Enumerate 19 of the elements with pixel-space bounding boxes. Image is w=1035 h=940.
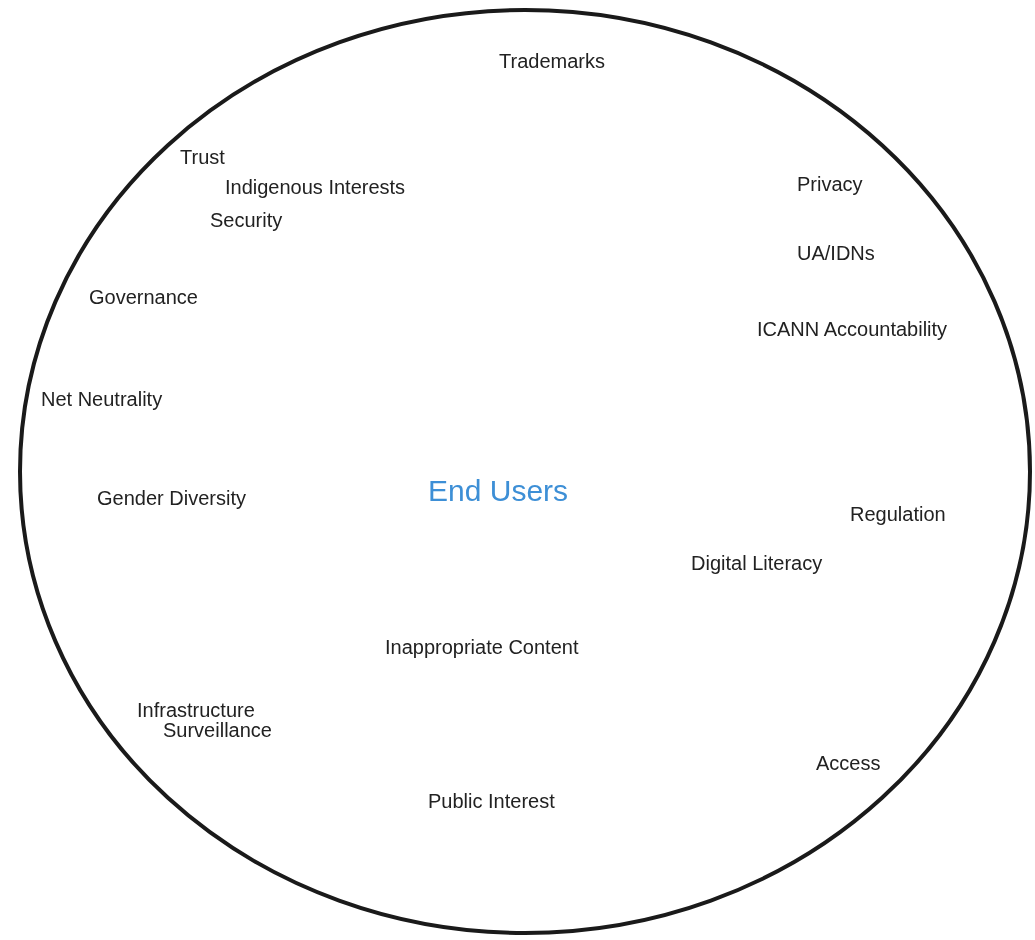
topic-label: Surveillance	[163, 719, 272, 741]
topic-label: UA/IDNs	[797, 242, 875, 264]
topic-label: Digital Literacy	[691, 552, 823, 574]
center-label: End Users	[428, 474, 569, 508]
topic-label: Trademarks	[499, 50, 605, 72]
topic-label: Trust	[180, 146, 225, 168]
topic-label: Indigenous Interests	[225, 176, 406, 198]
topic-label: Gender Diversity	[97, 487, 246, 509]
topic-label: Access	[816, 752, 881, 774]
topic-label: Infrastructure	[137, 699, 255, 721]
circle	[18, 8, 1032, 935]
topic-label: Governance	[89, 286, 198, 308]
topic-label: Public Interest	[428, 790, 555, 812]
topic-label: Inappropriate Content	[385, 636, 579, 658]
topic-label: ICANN Accountability	[757, 318, 948, 340]
topic-label: Regulation	[850, 503, 946, 525]
topic-label: Security	[210, 209, 283, 231]
topic-label: Net Neutrality	[41, 388, 163, 410]
topic-label: Privacy	[797, 173, 863, 195]
